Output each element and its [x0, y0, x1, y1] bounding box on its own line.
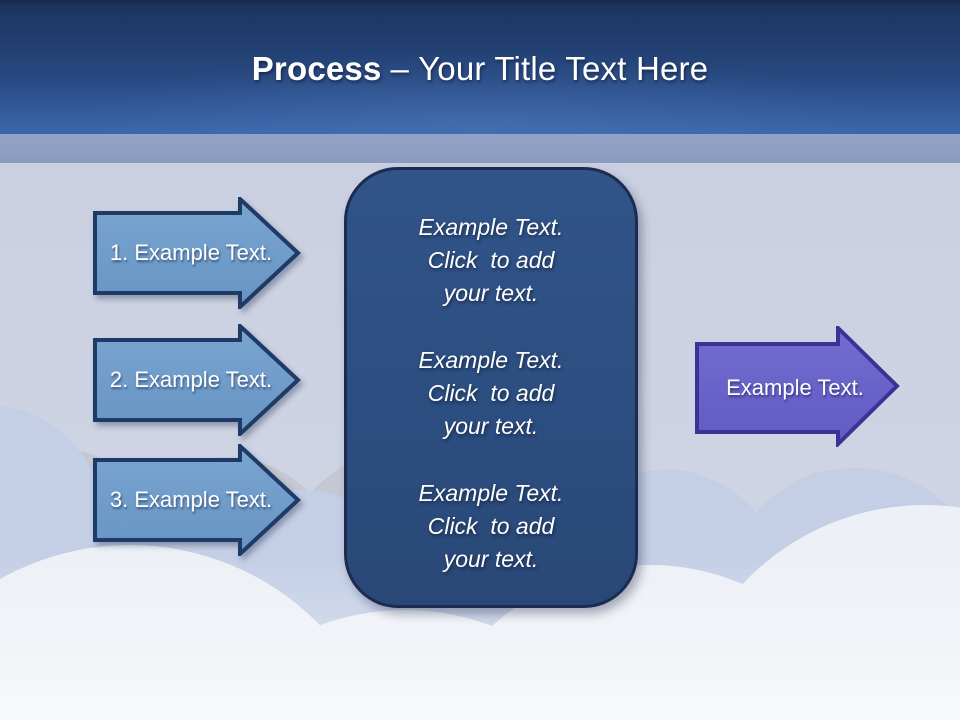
page-title: Process–Your Title Text Here — [0, 50, 960, 88]
panel-text-block[interactable]: Example Text. Click to add your text. — [418, 214, 564, 306]
result-arrow[interactable]: Example Text. — [695, 323, 901, 449]
process-arrow-1[interactable]: 1. Example Text. — [93, 197, 301, 309]
panel-text-block[interactable]: Example Text. Click to add your text. — [418, 347, 564, 439]
process-arrow-3[interactable]: 3. Example Text. — [93, 444, 301, 556]
center-panel[interactable]: Example Text. Click to add your text. Ex… — [344, 167, 638, 608]
title-keyword: Process — [251, 50, 382, 87]
header-banner: Process–Your Title Text Here — [0, 0, 960, 134]
header-divider-band — [0, 134, 960, 163]
arrow-shape — [93, 197, 301, 309]
arrow-shape — [93, 444, 301, 556]
cloud-shape — [0, 695, 960, 720]
arrow-shape — [695, 323, 900, 449]
panel-text-block[interactable]: Example Text. Click to add your text. — [418, 480, 564, 572]
arrow-shape — [93, 324, 301, 436]
title-separator: – — [390, 50, 410, 87]
process-arrow-2[interactable]: 2. Example Text. — [93, 324, 301, 436]
title-text: Your Title Text Here — [418, 50, 709, 87]
